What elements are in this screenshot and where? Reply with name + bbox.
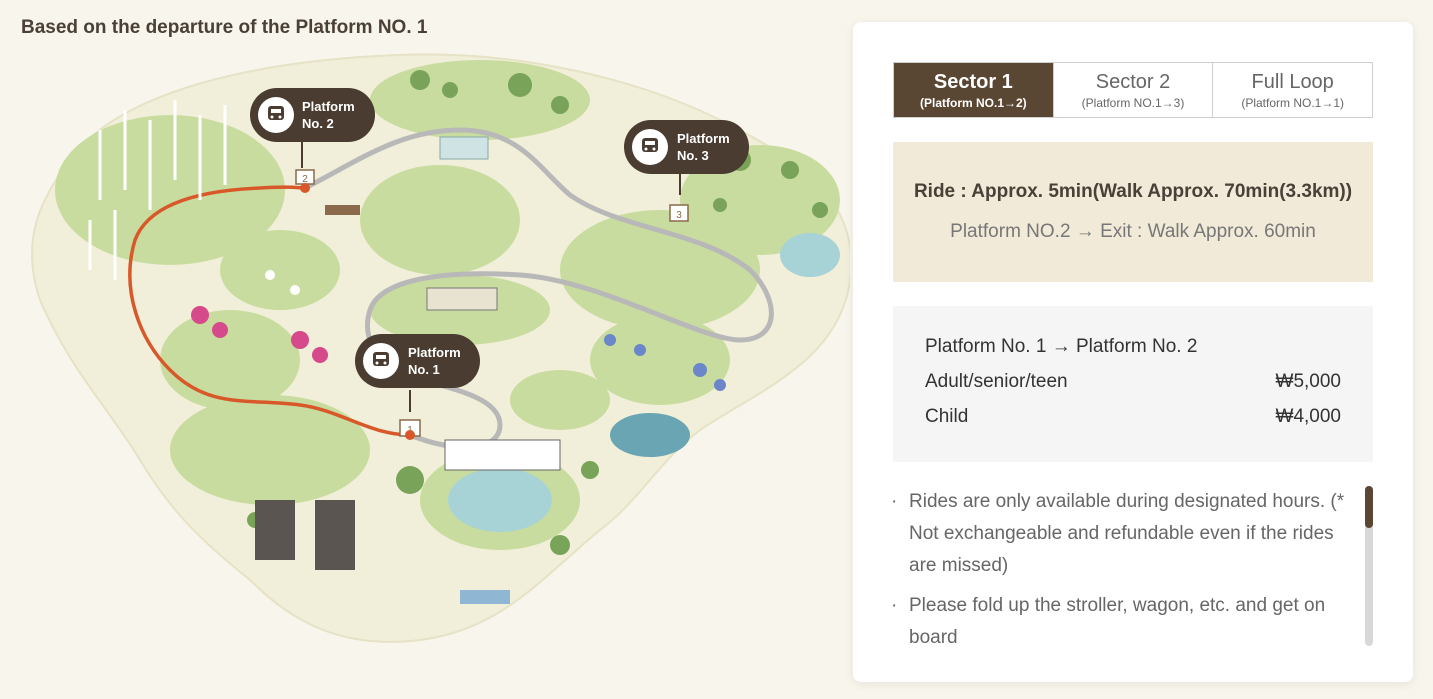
- fare-label: Adult/senior/teen: [925, 371, 1068, 392]
- platform-pin-1-line2: No. 1: [408, 362, 440, 377]
- fare-route: Platform No. 1 → Platform No. 2: [925, 336, 1198, 357]
- station-houses: [295, 169, 689, 437]
- notes-list: Rides are only available during designat…: [891, 486, 1363, 664]
- map-illustration: 1 2 3 Platform No. 1 Platform No. 2: [31, 53, 850, 643]
- note-item: Please fold up the stroller, wagon, etc.…: [891, 590, 1363, 654]
- note-item: Rides are only available during designat…: [891, 486, 1363, 582]
- pond: [448, 468, 552, 532]
- garden-map: 1 2 3 Platform No. 1 Platform No. 2: [0, 40, 850, 699]
- tab-sector-1-sub: (Platform NO.1→2): [919, 95, 1027, 110]
- tab-full-loop[interactable]: Full Loop (Platform NO.1→1): [1213, 63, 1373, 117]
- tab-sector-2-sub: (Platform NO.1→3): [1081, 95, 1185, 110]
- map-title: Based on the departure of the Platform N…: [21, 17, 428, 38]
- platform-pin-1[interactable]: Platform No. 1: [355, 334, 480, 412]
- tab-sector-2[interactable]: Sector 2 (Platform NO.1→3): [1053, 63, 1214, 117]
- station-number-2: 2: [302, 174, 308, 185]
- tab-sector-2-label: Sector 2: [1095, 70, 1171, 93]
- fare-label: Child: [925, 406, 969, 427]
- route-end-dot: [300, 183, 310, 193]
- walk-to-exit: Platform NO.2 → Exit : Walk Approx. 60mi…: [950, 221, 1316, 242]
- fare-value: ₩4,000: [1275, 406, 1341, 427]
- tab-sector-1-label: Sector 1: [933, 70, 1013, 93]
- route-start-dot: [405, 430, 415, 440]
- tab-sector-1[interactable]: Sector 1 (Platform NO.1→2): [894, 63, 1054, 117]
- tab-full-loop-sub: (Platform NO.1→1): [1241, 95, 1345, 110]
- sector-route: [128, 185, 412, 437]
- fare-table: Platform No. 1 → Platform No. 2 Adult/se…: [893, 306, 1373, 462]
- birch-grove: [88, 100, 227, 280]
- flower-beds: [191, 270, 726, 391]
- platform-pin-1-line1: Platform: [408, 345, 461, 360]
- platform-pin-2[interactable]: Platform No. 2: [250, 88, 375, 168]
- info-panel: Sector 1 (Platform NO.1→2) Sector 2 (Pla…: [853, 22, 1413, 682]
- platform-pin-3-line2: No. 3: [677, 148, 709, 163]
- ride-info: Ride : Approx. 5min(Walk Approx. 70min(3…: [893, 142, 1373, 282]
- trees: [247, 70, 828, 555]
- notes-scrollbar-thumb[interactable]: [1365, 486, 1373, 528]
- fare-row: Adult/senior/teen ₩5,000: [925, 371, 1341, 393]
- platform-pin-2-line1: Platform: [302, 99, 355, 114]
- sector-tabs: Sector 1 (Platform NO.1→2) Sector 2 (Pla…: [893, 62, 1373, 118]
- ride-duration: Ride : Approx. 5min(Walk Approx. 70min(3…: [913, 181, 1353, 202]
- notes-scrollbar[interactable]: [1365, 486, 1373, 646]
- pond-east: [780, 233, 840, 277]
- fare-row: Child ₩4,000: [925, 406, 1341, 428]
- fare-value: ₩5,000: [1275, 371, 1341, 392]
- pond-south: [610, 413, 690, 457]
- platform-pin-2-line2: No. 2: [302, 116, 334, 131]
- buildings: [255, 136, 561, 604]
- tab-full-loop-label: Full Loop: [1251, 70, 1334, 93]
- platform-pin-3[interactable]: Platform No. 3: [624, 120, 749, 195]
- station-number-3: 3: [676, 210, 682, 221]
- platform-pin-3-line1: Platform: [677, 131, 730, 146]
